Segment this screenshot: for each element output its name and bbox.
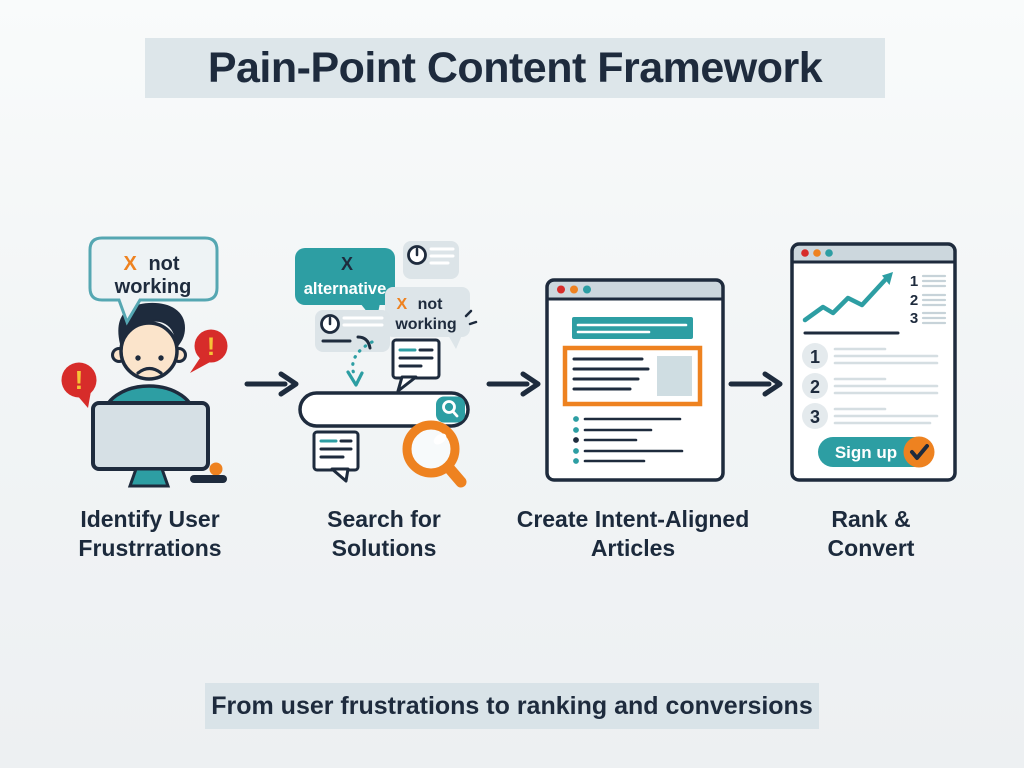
step-label-3: Create Intent-Aligned Articles [516, 506, 750, 561]
bubble-x-mark: X [124, 253, 138, 275]
svg-text:X not: X not [124, 253, 180, 275]
bullet-list [573, 416, 684, 464]
alternative-bubble: X alternative [295, 248, 395, 323]
svg-text:working: working [394, 316, 456, 333]
window-controls [801, 249, 833, 257]
mouse-icon [190, 462, 227, 483]
search-icon [442, 400, 459, 418]
article-image-placeholder [657, 356, 692, 396]
step-label-2: Search for Solutions [327, 506, 441, 561]
monitor-stand [127, 467, 171, 488]
text-lines [572, 357, 650, 391]
person-face [119, 321, 179, 381]
step-label-1: Identify User Frustrrations [78, 506, 222, 561]
search-bar [298, 391, 470, 428]
text-lines [319, 439, 353, 459]
featured-article-box [562, 345, 703, 407]
dotted-arrow-icon [346, 340, 374, 387]
flow-arrow-2 [486, 371, 541, 397]
clock-bubble-left [315, 310, 390, 352]
flow-arrow-1 [244, 371, 299, 397]
caption-band: From user frustrations to ranking and co… [205, 683, 819, 729]
chat-bubble-outline [391, 338, 441, 393]
alert-bubble-left: ! [61, 362, 97, 408]
signup-label: Sign up [835, 443, 897, 462]
exclamation-icon: ! [207, 333, 215, 361]
ranked-results-list: 1 2 3 [802, 343, 939, 429]
monitor-icon [91, 401, 210, 488]
text-lines [398, 348, 434, 368]
frown-mouth [136, 366, 163, 375]
bubble-x-mark: X [341, 254, 353, 274]
not-working-speech-bubble: X not working [88, 236, 219, 326]
rank-number: 2 [810, 377, 820, 397]
text-lines [833, 407, 939, 425]
magnifier-icon [402, 420, 467, 488]
panel-rank-convert: 1 2 3 1 2 [790, 242, 957, 482]
svg-text:alternative: alternative [304, 280, 387, 298]
ranked-item: 1 [802, 343, 939, 369]
step-label-4: Rank & Convert [827, 506, 915, 561]
flow-arrow-3 [728, 371, 783, 397]
text-lines [576, 323, 688, 334]
page-title: Pain-Point Content Framework [207, 43, 823, 92]
text-lines [921, 274, 947, 325]
panel-identify-frustrations: X not working ! ! [61, 236, 228, 488]
rank-number: 1 [810, 347, 820, 367]
text-lines [833, 377, 939, 395]
serp-rank-list: 1 2 3 [910, 273, 947, 327]
not-working-bubble: X not working [385, 287, 478, 349]
title-band: Pain-Point Content Framework [145, 38, 885, 98]
caption-text: From user frustrations to ranking and co… [211, 691, 813, 720]
bubble-x-mark: X [396, 296, 407, 313]
text-lines [342, 316, 384, 327]
signup-button: Sign up [818, 436, 935, 468]
rank-number: 3 [910, 310, 918, 327]
window-controls [557, 285, 591, 294]
growth-chart-icon [802, 272, 900, 335]
clock-bubble-top [403, 241, 459, 279]
exclamation-icon: ! [75, 365, 84, 395]
click-sparkle-icon [464, 309, 478, 326]
ranked-item: 2 [802, 373, 939, 399]
text-lines [429, 247, 455, 265]
chat-bubble-small [312, 430, 360, 483]
rank-number: 3 [810, 407, 820, 427]
check-badge-icon [903, 436, 935, 468]
panel-create-articles [545, 278, 725, 482]
alert-bubble-right: ! [190, 329, 228, 373]
rank-number: 1 [910, 273, 918, 290]
teal-header-block [572, 317, 693, 339]
ranked-item: 3 [802, 403, 939, 429]
svg-text:X not: X not [396, 296, 443, 313]
person-hair [118, 302, 185, 347]
svg-text:working: working [114, 276, 192, 298]
panel-search-solutions: X alternative X not working [295, 241, 478, 488]
rank-number: 2 [910, 292, 918, 309]
text-lines [833, 347, 939, 365]
